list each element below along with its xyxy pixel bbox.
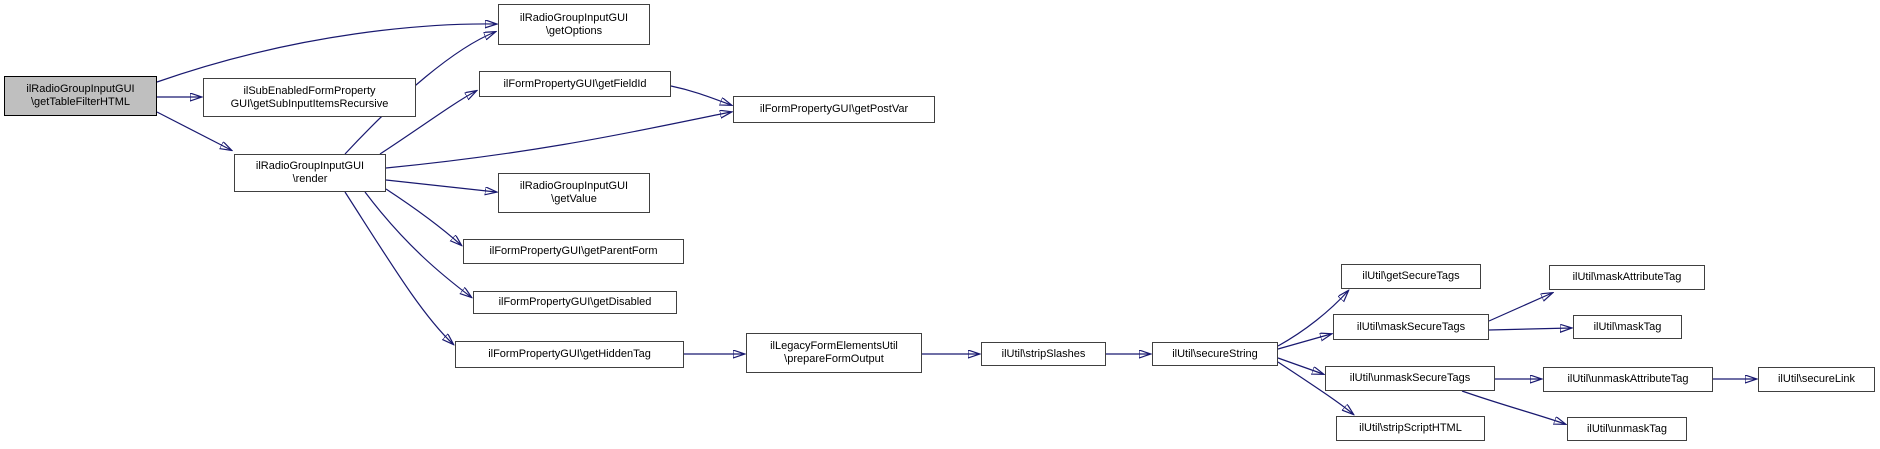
node-getPostVar[interactable]: ilFormPropertyGUI\getPostVar <box>733 96 935 123</box>
node-label: ilRadioGroupInputGUI <box>519 180 629 192</box>
node-getTableFilterHTML[interactable]: ilRadioGroupInputGUI\getTableFilterHTML <box>4 76 157 116</box>
edge-render-to-getParentForm <box>385 188 461 245</box>
node-maskAttributeTag[interactable]: ilUtil\maskAttributeTag <box>1549 265 1705 290</box>
node-secureLink[interactable]: ilUtil\secureLink <box>1758 367 1875 392</box>
node-unmaskAttributeTag[interactable]: ilUtil\unmaskAttributeTag <box>1543 367 1713 392</box>
edge-secureString-to-getSecureTags <box>1277 291 1348 347</box>
edge-render-to-getDisabled <box>364 191 471 297</box>
node-label: \getOptions <box>545 24 603 37</box>
node-secureString[interactable]: ilUtil\secureString <box>1152 342 1278 366</box>
edge-render-to-getPostVar <box>385 112 731 169</box>
node-label: \getValue <box>551 193 597 205</box>
node-getParentForm[interactable]: ilFormPropertyGUI\getParentForm <box>463 239 684 264</box>
node-label: ilFormPropertyGUI\getDisabled <box>498 296 652 308</box>
node-label: ilRadioGroupInputGUI <box>26 83 135 95</box>
node-label: ilUtil\secureLink <box>1777 373 1856 385</box>
edge-getFieldId-to-getPostVar <box>670 85 731 105</box>
node-stripScriptHTML[interactable]: ilUtil\stripScriptHTML <box>1336 416 1485 441</box>
node-getSecureTags[interactable]: ilUtil\getSecureTags <box>1341 264 1481 289</box>
node-label: ilRadioGroupInputGUI <box>255 160 365 172</box>
node-label: ilUtil\unmaskTag <box>1586 422 1668 435</box>
edge-getTableFilterHTML-to-render <box>156 111 231 150</box>
node-unmaskSecureTags[interactable]: ilUtil\unmaskSecureTags <box>1325 366 1495 391</box>
edge-render-to-getFieldId <box>379 91 476 155</box>
node-maskTag[interactable]: ilUtil\maskTag <box>1573 315 1682 339</box>
node-label: ilFormPropertyGUI\getFieldId <box>503 77 647 90</box>
node-label: ilFormPropertyGUI\getPostVar <box>759 103 909 115</box>
node-label: ilUtil\getSecureTags <box>1362 270 1460 282</box>
edge-secureString-to-maskSecureTags <box>1277 334 1331 350</box>
node-label: ilUtil\unmaskAttributeTag <box>1567 373 1689 385</box>
edge-secureString-to-unmaskSecureTags <box>1277 357 1323 374</box>
node-label: GUI\getSubInputItemsRecursive <box>230 97 389 110</box>
node-getOptions[interactable]: ilRadioGroupInputGUI\getOptions <box>498 4 650 45</box>
node-getDisabled[interactable]: ilFormPropertyGUI\getDisabled <box>473 291 677 314</box>
edge-render-to-getValue <box>385 179 496 192</box>
node-render[interactable]: ilRadioGroupInputGUI\render <box>234 154 386 192</box>
node-stripSlashes[interactable]: ilUtil\stripSlashes <box>981 342 1106 366</box>
node-getValue[interactable]: ilRadioGroupInputGUI\getValue <box>498 173 650 213</box>
node-maskSecureTags[interactable]: ilUtil\maskSecureTags <box>1333 314 1489 340</box>
edge-render-to-getOptions <box>344 32 495 155</box>
node-label: ilFormPropertyGUI\getParentForm <box>489 245 658 257</box>
node-label: ilFormPropertyGUI\getHiddenTag <box>488 348 651 360</box>
node-label: ilSubEnabledFormProperty <box>243 84 376 97</box>
edge-unmaskSecureTags-to-unmaskTag <box>1461 390 1565 424</box>
node-unmaskTag[interactable]: ilUtil\unmaskTag <box>1567 417 1687 441</box>
edge-maskSecureTags-to-maskAttributeTag <box>1488 293 1552 322</box>
node-label: ilRadioGroupInputGUI <box>519 11 629 24</box>
edge-render-to-getHiddenTag <box>344 191 453 344</box>
edge-getTableFilterHTML-to-getOptions <box>156 24 496 83</box>
node-label: ilUtil\stripScriptHTML <box>1359 422 1462 434</box>
node-label: ilUtil\maskTag <box>1593 320 1662 333</box>
node-label: ilUtil\maskAttributeTag <box>1572 271 1682 283</box>
node-getHiddenTag[interactable]: ilFormPropertyGUI\getHiddenTag <box>455 341 684 368</box>
node-label: \getTableFilterHTML <box>30 96 131 108</box>
node-label: ilUtil\stripSlashes <box>1001 347 1086 360</box>
node-label: ilUtil\secureString <box>1172 347 1258 360</box>
edge-maskSecureTags-to-maskTag <box>1488 328 1571 330</box>
node-label: ilUtil\unmaskSecureTags <box>1349 372 1471 384</box>
node-label: ilUtil\maskSecureTags <box>1356 320 1466 333</box>
node-label: ilLegacyFormElementsUtil <box>770 340 898 352</box>
node-prepareFormOutput[interactable]: ilLegacyFormElementsUtil\prepareFormOutp… <box>746 333 922 373</box>
node-label: \prepareFormOutput <box>784 353 884 365</box>
node-label: \render <box>292 173 328 185</box>
edge-secureString-to-stripScriptHTML <box>1277 361 1353 414</box>
node-getFieldId[interactable]: ilFormPropertyGUI\getFieldId <box>479 71 671 97</box>
